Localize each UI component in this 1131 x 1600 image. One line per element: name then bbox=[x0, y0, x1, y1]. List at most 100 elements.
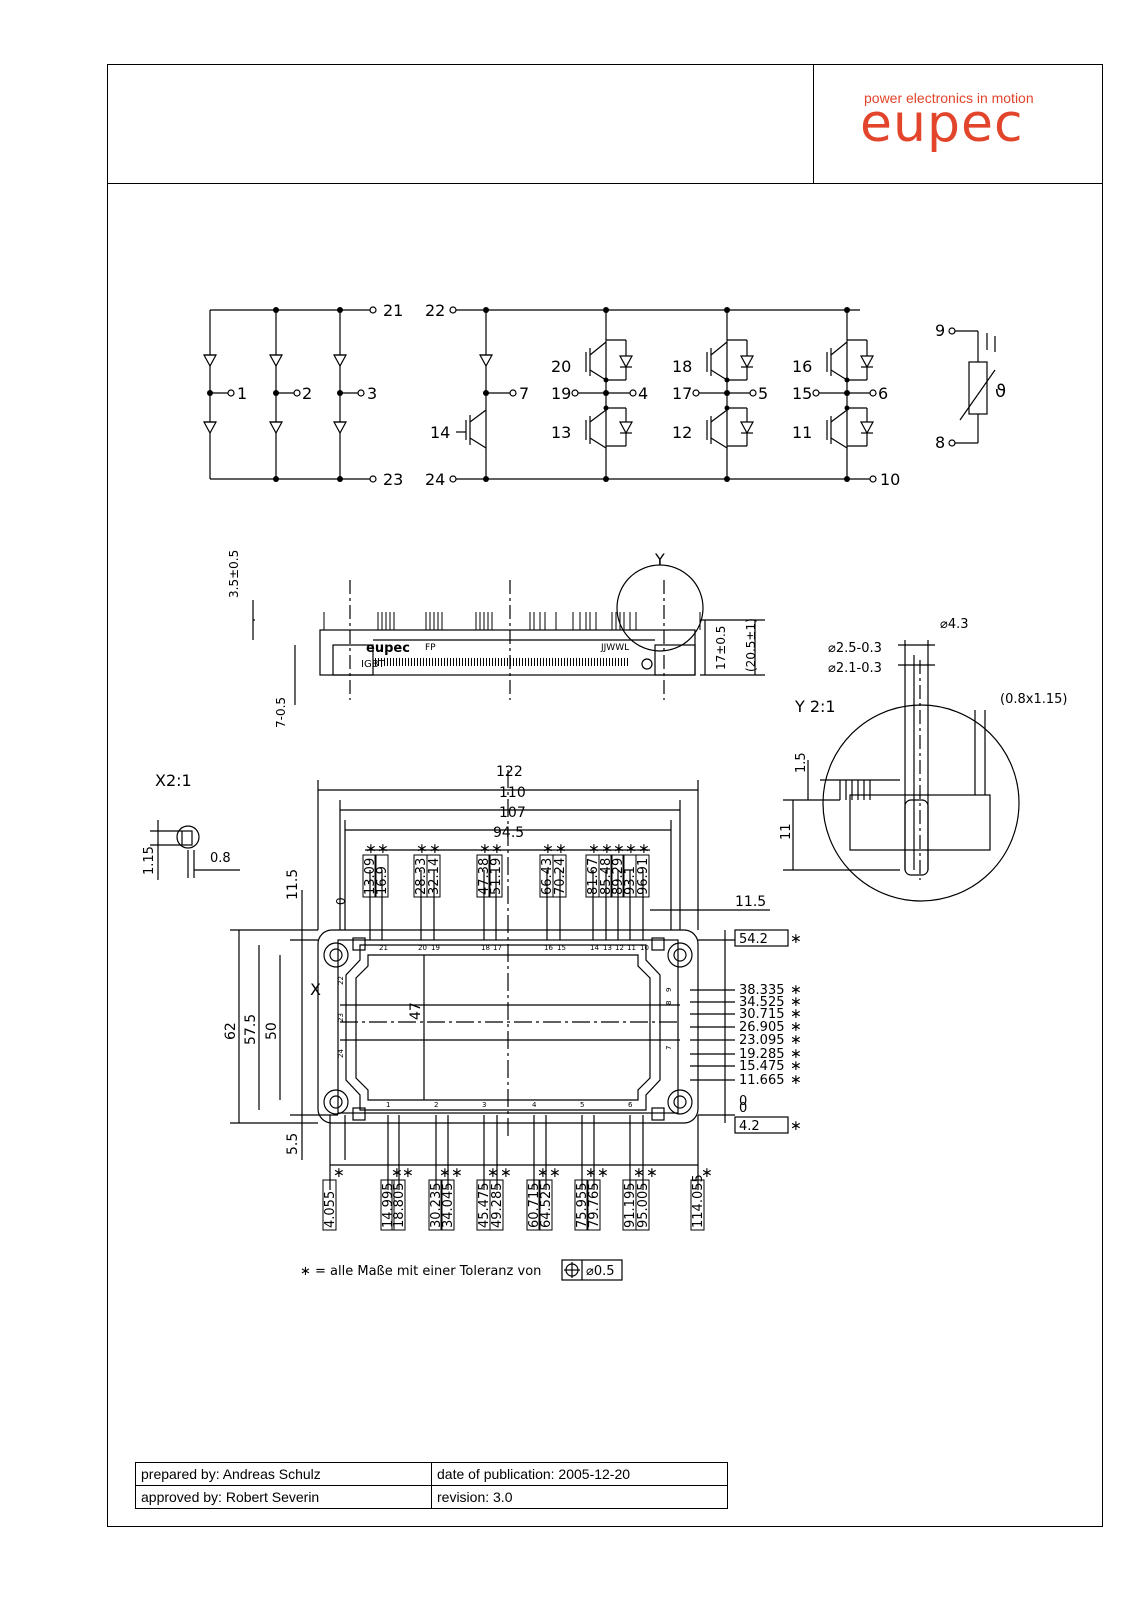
dim-5-5: 5.5 bbox=[285, 1133, 301, 1155]
module-pin-number: 13 bbox=[603, 944, 612, 952]
brand-tagline: power electronics in motion bbox=[864, 90, 1034, 106]
dim-50: 50 bbox=[264, 1022, 280, 1040]
module-pin-number: 20 bbox=[418, 944, 427, 952]
dim-110: 110 bbox=[499, 785, 526, 801]
tolerance-star: ∗ bbox=[597, 1165, 609, 1181]
terminal-5: 5 bbox=[758, 384, 768, 403]
dim-62: 62 bbox=[223, 1022, 239, 1040]
tolerance-star: ∗ bbox=[416, 841, 428, 857]
module-pin-number: 22 bbox=[337, 976, 345, 985]
module-date-mark: JJWWL bbox=[600, 643, 629, 653]
dim-11-5-left: 11.5 bbox=[285, 869, 301, 900]
terminal-23: 23 bbox=[383, 470, 403, 489]
terminal-4: 4 bbox=[638, 384, 648, 403]
dim-0-8: 0.8 bbox=[210, 851, 231, 866]
top-pin-dim-label: 51.19 bbox=[489, 858, 504, 895]
tolerance-star: ∗ bbox=[555, 841, 567, 857]
tolerance-star: ∗ bbox=[601, 841, 613, 857]
terminal-14: 14 bbox=[430, 423, 450, 442]
tolerance-star: ∗ bbox=[790, 1006, 802, 1022]
dim-dia-2-5: ⌀2.5-0.3 bbox=[828, 641, 882, 656]
dim-dia-2-1: ⌀2.1-0.3 bbox=[828, 661, 882, 676]
tolerance-star: ∗ bbox=[701, 1165, 713, 1181]
tolerance-star: ∗ bbox=[790, 1046, 802, 1062]
tolerance-star: ∗ bbox=[790, 1019, 802, 1035]
bottom-pin-dim-label: 91.195 bbox=[623, 1183, 638, 1229]
terminal-6: 6 bbox=[878, 384, 888, 403]
terminal-15: 15 bbox=[792, 384, 812, 403]
dim-11: 11 bbox=[779, 823, 794, 840]
tolerance-star: ∗ bbox=[391, 1165, 403, 1181]
tolerance-star: ∗ bbox=[479, 841, 491, 857]
dim-pin-section: (0.8x1.15) bbox=[1000, 692, 1067, 707]
tolerance-star: ∗ bbox=[790, 1118, 802, 1134]
terminal-19: 19 bbox=[551, 384, 571, 403]
top-view bbox=[230, 770, 770, 1190]
detail-x-title: X2:1 bbox=[155, 771, 192, 790]
right-pin-dim-label: 23.095 bbox=[739, 1033, 785, 1048]
tolerance-star: ∗ bbox=[790, 994, 802, 1010]
right-pin-dim-label: 54.2 bbox=[739, 932, 768, 947]
module-pin-number: 4 bbox=[532, 1101, 537, 1109]
tolerance-note-value: ⌀0.5 bbox=[586, 1264, 615, 1279]
tolerance-star: ∗ bbox=[451, 1165, 463, 1181]
module-pin-number: 24 bbox=[337, 1049, 345, 1058]
terminal-2: 2 bbox=[302, 384, 312, 403]
ntc-theta-symbol: ϑ bbox=[995, 381, 1006, 402]
tolerance-star: ∗ bbox=[790, 1058, 802, 1074]
module-pin-number: 11 bbox=[627, 944, 636, 952]
dim-122: 122 bbox=[496, 764, 523, 780]
dim-57-5: 57.5 bbox=[243, 1014, 259, 1045]
detail-x-marker: X bbox=[310, 980, 321, 999]
dim-dia-4-3: ⌀4.3 bbox=[940, 617, 969, 632]
terminal-13: 13 bbox=[551, 423, 571, 442]
bottom-pin-dim-label: 64.525 bbox=[539, 1183, 554, 1229]
module-pin-number: 7 bbox=[665, 1046, 673, 1050]
module-pin-number: 1 bbox=[386, 1101, 390, 1109]
right-pin-dim-label: 34.525 bbox=[739, 995, 785, 1010]
module-pin-number: 2 bbox=[434, 1101, 438, 1109]
zero-label: 0 bbox=[739, 1101, 747, 1116]
right-dim-boxes bbox=[734, 929, 789, 1134]
right-pin-dim-label: 4.2 bbox=[739, 1119, 760, 1134]
tolerance-star: ∗ bbox=[588, 841, 600, 857]
side-pins bbox=[323, 612, 701, 630]
module-pin-number: 5 bbox=[580, 1101, 584, 1109]
dim-total-height: (20.5±1) bbox=[744, 618, 758, 672]
tolerance-star: ∗ bbox=[625, 841, 637, 857]
tolerance-star: ∗ bbox=[790, 982, 802, 998]
dim-11-5-right: 11.5 bbox=[735, 894, 766, 910]
top-pin-dim-label: 32.14 bbox=[427, 858, 442, 895]
bottom-pin-dim-label: 34.045 bbox=[441, 1183, 456, 1229]
tolerance-star: ∗ bbox=[429, 841, 441, 857]
module-pin-number: 10 bbox=[640, 944, 649, 952]
terminal-17: 17 bbox=[672, 384, 692, 403]
bottom-pin-dim-label: 30.235 bbox=[429, 1183, 444, 1229]
top-pin-dim-label: 66.43 bbox=[540, 858, 555, 895]
terminal-18: 18 bbox=[672, 357, 692, 376]
tolerance-star: ∗ bbox=[790, 1032, 802, 1048]
right-pin-dim-label: 30.715 bbox=[739, 1007, 785, 1022]
terminal-21: 21 bbox=[383, 301, 403, 320]
bottom-pin-dim-label: 114.055 bbox=[691, 1174, 706, 1228]
rectifier-bridge bbox=[202, 306, 377, 483]
logo-box bbox=[813, 64, 1103, 184]
module-pin-number: 16 bbox=[544, 944, 553, 952]
module-pin-number: 14 bbox=[590, 944, 599, 952]
module-pin-number: 23 bbox=[337, 1013, 345, 1022]
bottom-pin-dims: 4.055∗14.995∗18.805∗30.235∗34.045∗45.475… bbox=[322, 1165, 713, 1231]
tolerance-note-text: ∗ = alle Maße mit einer Toleranz von bbox=[300, 1264, 541, 1279]
terminal-10: 10 bbox=[880, 470, 900, 489]
top-pin-dim-label: 89.29 bbox=[611, 858, 626, 895]
bottom-pin-dim-label: 45.475 bbox=[477, 1183, 492, 1229]
detail-x bbox=[150, 820, 240, 880]
tolerance-star: ∗ bbox=[638, 841, 650, 857]
terminal-20: 20 bbox=[551, 357, 571, 376]
terminal-12: 12 bbox=[672, 423, 692, 442]
top-pin-dim-label: 93.1 bbox=[623, 866, 638, 895]
dim-pin-height: 3.5±0.5 bbox=[227, 550, 241, 598]
bottom-pin-dim-label: 75.955 bbox=[575, 1183, 590, 1229]
right-pin-dim-label: 26.905 bbox=[739, 1020, 785, 1035]
right-pin-dim-label: 15.475 bbox=[739, 1059, 785, 1074]
